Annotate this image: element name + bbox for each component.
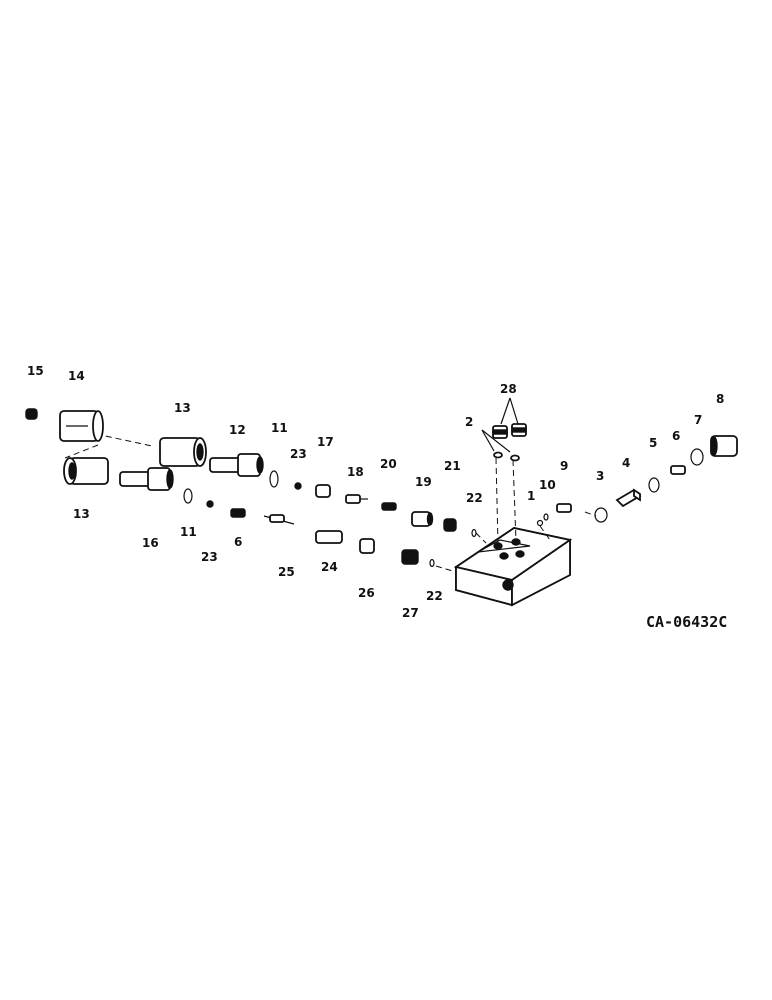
part-6-spring-left	[230, 508, 246, 518]
part-23-ball-lower	[206, 500, 214, 508]
label-11-lower: 11	[180, 525, 197, 539]
part-17-plug	[315, 484, 331, 498]
part-8-fitting	[710, 435, 738, 457]
label-14: 14	[68, 369, 85, 383]
part-6-spring-right	[670, 465, 686, 475]
label-24: 24	[321, 560, 338, 574]
part-21-plug	[443, 518, 457, 532]
label-11-upper: 11	[271, 421, 288, 435]
part-28-caps	[492, 423, 527, 439]
label-22-lower: 22	[426, 589, 443, 603]
label-1: 1	[527, 489, 535, 503]
leader-lines	[64, 397, 597, 573]
valve-body	[453, 527, 573, 607]
part-3-oring	[594, 507, 608, 523]
part-4-plug	[615, 488, 642, 508]
label-3: 3	[596, 469, 604, 483]
part-5-oring	[648, 477, 660, 493]
part-1-ball	[536, 519, 544, 527]
part-7-oring	[690, 448, 704, 466]
label-12: 12	[229, 423, 246, 437]
label-23-upper: 23	[290, 447, 307, 461]
part-24-plunger	[315, 530, 343, 544]
part-25-pin	[263, 514, 295, 525]
part-15-plug	[25, 408, 38, 420]
part-11-oring-upper	[269, 470, 279, 488]
label-2: 2	[465, 415, 473, 429]
label-25: 25	[278, 565, 295, 579]
part-9-spring	[556, 503, 572, 513]
label-23-lower: 23	[201, 550, 218, 564]
part-22-oring-lower	[429, 558, 435, 568]
part-2-orings	[493, 451, 520, 462]
label-20: 20	[380, 457, 397, 471]
part-11-oring-lower	[183, 488, 193, 504]
part-14-sleeve	[59, 410, 104, 442]
label-6-right: 6	[672, 429, 680, 443]
part-23-ball-upper	[294, 482, 302, 490]
label-18: 18	[347, 465, 364, 479]
label-5: 5	[649, 436, 657, 450]
part-27-plug	[401, 549, 419, 565]
label-6-left: 6	[234, 535, 242, 549]
label-7: 7	[694, 413, 702, 427]
label-16: 16	[142, 536, 159, 550]
part-20-spring	[381, 502, 397, 511]
part-22-oring-upper	[471, 528, 477, 538]
label-15: 15	[27, 364, 44, 378]
label-13-upper: 13	[174, 401, 191, 415]
part-19-piston	[411, 511, 434, 527]
figure-code: CA-06432C	[646, 613, 727, 631]
part-10-oring	[543, 513, 549, 521]
part-13-sleeve-lower	[63, 457, 109, 485]
part-26-plug	[359, 538, 375, 554]
label-17: 17	[317, 435, 334, 449]
label-28: 28	[500, 382, 517, 396]
part-16-spool	[119, 467, 174, 491]
label-21: 21	[444, 459, 461, 473]
label-27: 27	[402, 606, 419, 620]
label-13-lower: 13	[73, 507, 90, 521]
part-13-sleeve-upper	[159, 437, 207, 467]
label-26: 26	[358, 586, 375, 600]
label-8: 8	[716, 392, 724, 406]
label-19: 19	[415, 475, 432, 489]
label-22-upper: 22	[466, 491, 483, 505]
callout-labels: 15 14 13 12 11 23 17 18 20 19 21 22 1 10…	[27, 364, 724, 620]
label-4: 4	[622, 456, 630, 470]
label-10: 10	[539, 478, 556, 492]
part-18-pin	[345, 494, 368, 504]
label-9: 9	[560, 459, 568, 473]
part-12-spool	[209, 453, 264, 477]
